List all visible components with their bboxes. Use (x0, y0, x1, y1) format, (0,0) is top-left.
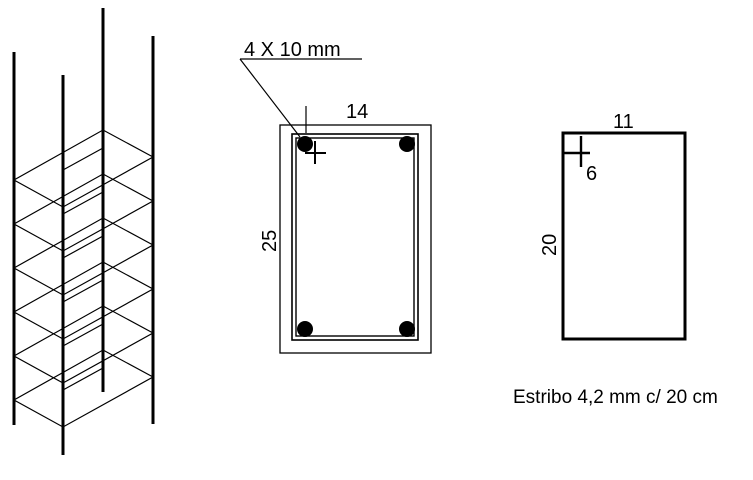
rebar-top-left (297, 136, 313, 152)
cage-stirrup-diagonal (62, 235, 104, 259)
cage-stirrup-diagonal (62, 191, 104, 215)
cage-stirrup (12, 217, 155, 296)
cross-section (239, 58, 432, 354)
cage-stirrup-diagonal (62, 279, 104, 303)
cage-stirrups (12, 129, 155, 428)
stirrup-width-label: 11 (613, 111, 634, 133)
cage-stirrup (12, 305, 155, 384)
cage-stirrup (12, 129, 155, 208)
leader-line (239, 58, 301, 138)
section-width-label: 14 (346, 101, 368, 123)
stirrup-caption: Estribo 4,2 mm c/ 20 cm (513, 387, 718, 408)
stirrup-height-label: 20 (539, 234, 561, 256)
cage-stirrup (12, 349, 155, 428)
cage-stirrup (12, 261, 155, 340)
cage-stirrup-diagonal (62, 367, 104, 391)
stirrup-outline (561, 131, 687, 341)
rebar-top-right (399, 136, 415, 152)
cage-stirrup (12, 173, 155, 252)
bar-spec-label: 4 X 10 mm (244, 39, 341, 61)
section-stirrup-inner (295, 137, 415, 337)
stirrup-hook-label: 6 (586, 163, 597, 185)
section-outline (279, 124, 432, 354)
cage-stirrup-diagonal (62, 323, 104, 347)
rebar-cage-3d (12, 8, 155, 455)
stirrup-detail (561, 131, 687, 341)
rebar-bottom-left (297, 321, 313, 337)
cage-stirrup-diagonal (62, 147, 104, 171)
section-height-label: 25 (259, 230, 281, 252)
rebar-bottom-right (399, 321, 415, 337)
section-stirrup-outer (291, 133, 419, 341)
